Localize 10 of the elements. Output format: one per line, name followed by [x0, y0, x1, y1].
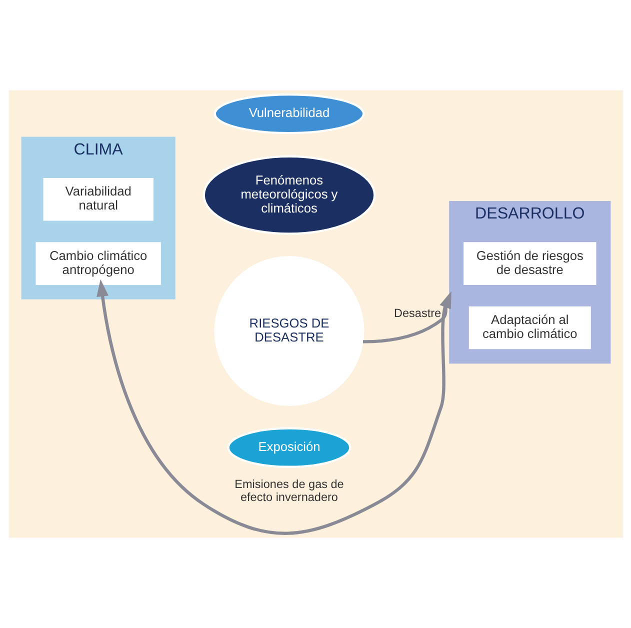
node-box: Cambio climático antropógeno: [35, 242, 160, 285]
node-ellipse: Vulnerabilidad: [213, 93, 364, 134]
node-box: Adaptación al cambio climático: [468, 306, 590, 350]
node-circle: RIESGOS DE DESASTRE: [214, 256, 364, 406]
node-box: Variabilidad natural: [42, 178, 153, 221]
node-ellipse: Fenómenos meteorológicos y climáticos: [202, 155, 376, 235]
edge-label: Desastre: [394, 306, 441, 320]
edge-label: Emisiones de gas de efecto invernadero: [234, 478, 344, 504]
node-box: Gestión de riesgos de desastre: [463, 242, 596, 285]
node-ellipse: Exposición: [226, 427, 351, 468]
